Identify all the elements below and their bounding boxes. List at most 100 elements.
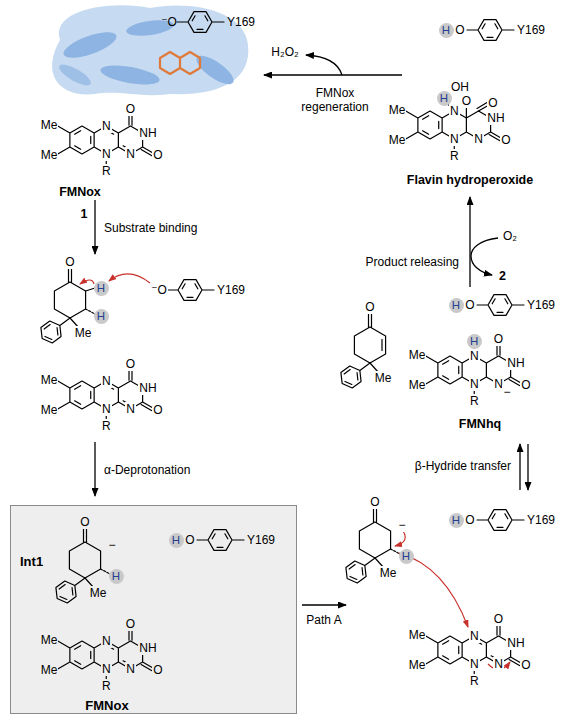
atom-label: N (125, 662, 136, 676)
atom-label: R (101, 419, 112, 433)
atom-label: Me (408, 378, 427, 392)
structure-part (197, 530, 244, 551)
atom-label: Me (89, 586, 108, 600)
structure-part (469, 197, 470, 287)
structure-part (399, 553, 468, 627)
atom-label: O (500, 133, 511, 147)
atom-label: R (101, 164, 112, 178)
structure-part (527, 444, 528, 490)
atom-label: − (502, 385, 511, 399)
structure-part (467, 20, 514, 41)
atom-label: NH (506, 636, 525, 650)
structure-part (167, 280, 214, 301)
hydrogen-label: H (169, 533, 184, 548)
structure-part (447, 92, 489, 118)
hydrogen-label: H (467, 334, 482, 349)
atom-label: O (520, 658, 531, 672)
hydrogen-label: H (449, 298, 464, 313)
atom-label: Me (379, 566, 398, 580)
atom-label: O (487, 96, 498, 110)
atom-label: Me (40, 633, 59, 647)
structure-part (94, 442, 95, 496)
atom-label: N (101, 374, 112, 388)
compound-label: FMNox (84, 698, 129, 713)
atom-label: O (493, 332, 504, 346)
compound-number: 1 (80, 207, 89, 222)
compound-label: FMNhq (458, 417, 502, 432)
atom-label: Me (40, 118, 59, 132)
atom-label: O (125, 357, 136, 371)
atom-label: N (125, 147, 136, 161)
structure-part (61, 27, 120, 63)
residue-label: Y169 (526, 298, 556, 312)
atom-label: NH (506, 356, 525, 370)
protein-cartoon (52, 5, 248, 95)
structure-part (471, 238, 498, 275)
structures (41, 12, 524, 681)
atom-label: NH (138, 381, 157, 395)
atom-label: O (364, 300, 375, 314)
structure-part (477, 295, 524, 316)
compound-number: 2 (498, 269, 507, 284)
structure-part (160, 52, 200, 74)
atom-label: O (125, 617, 136, 631)
structure-part (56, 61, 93, 89)
atom-label: O (125, 102, 136, 116)
step-label: Product releasing (365, 255, 460, 269)
atom-label: R (469, 394, 480, 408)
atom-label: − (107, 538, 116, 552)
atom-label: O (520, 378, 531, 392)
byproduct-label: H₂O₂ (270, 45, 299, 59)
atom-label: Me (40, 663, 59, 677)
atom-label: N (469, 629, 480, 643)
atom-label: N (469, 377, 480, 391)
hydrogen-label: H (399, 549, 414, 564)
atom-label: Me (388, 133, 407, 147)
atom-label: O (369, 495, 380, 509)
atom-label: ⁻O (150, 283, 168, 297)
structure-part (477, 510, 524, 531)
atom-label: R (469, 674, 480, 688)
residue-label: Y169 (216, 283, 246, 297)
atom-label: NH (138, 126, 157, 140)
hydrogen-label: H (94, 281, 109, 296)
atom-label: N (101, 119, 112, 133)
step-label: Substrate binding (103, 221, 198, 235)
hydrogen-label: H (439, 23, 454, 38)
step-label: FMNox regeneration (293, 85, 377, 116)
atom-label: N (101, 147, 112, 161)
atom-label: Me (40, 403, 59, 417)
atom-label: O (454, 23, 465, 37)
atom-label: ⁻O (160, 15, 178, 29)
structure-part (306, 55, 342, 75)
atom-label: N (449, 132, 460, 146)
structure-part (177, 12, 224, 33)
atom-label: − (397, 518, 406, 532)
step-label: β-Hydride transfer (414, 459, 512, 473)
atom-label: O (64, 255, 75, 269)
atom-label: O (464, 298, 475, 312)
atom-label: N (473, 132, 484, 146)
residue-label: Y169 (246, 533, 276, 547)
panel-fill (10, 505, 297, 714)
atom-label: N (101, 662, 112, 676)
structure-part (382, 340, 383, 351)
structure-part (109, 274, 150, 283)
structure-part (80, 280, 94, 284)
structure-part (94, 200, 95, 254)
residue-label: Y169 (226, 15, 256, 29)
atom-label: N (469, 657, 480, 671)
atom-label: Me (74, 326, 93, 340)
structure-part (264, 74, 402, 75)
atom-label: Me (374, 371, 393, 385)
atom-label: O (152, 663, 163, 677)
atom-label: O (79, 515, 90, 529)
atom-label: N (101, 402, 112, 416)
step-label: Path A (305, 613, 342, 627)
compound-label: Flavin hydroperoxide (406, 173, 534, 188)
atom-label: O (184, 533, 195, 547)
atom-label: N (125, 402, 136, 416)
residue-label: Y169 (526, 513, 556, 527)
atom-label: Me (408, 628, 427, 642)
hydrogen-label: H (109, 569, 124, 584)
